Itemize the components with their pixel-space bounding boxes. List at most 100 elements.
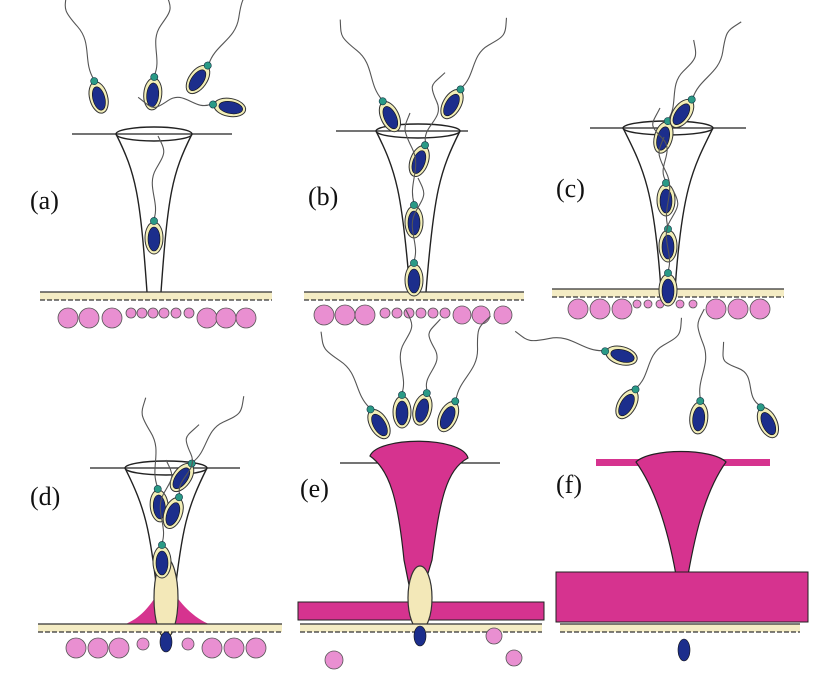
sperm-tail [514,326,604,360]
sperm-midpiece [398,391,405,398]
sperm [436,11,511,123]
sperm-tail [460,15,511,93]
sperm [405,113,423,238]
sperm-tail [152,136,163,219]
sperm-head [396,401,408,425]
sperm-tail [201,0,261,65]
fertilization-layer [556,572,808,622]
sperm-tail [691,309,710,400]
membrane-band [38,624,282,632]
sperm-midpiece [696,397,704,405]
sperm-tail [191,393,248,468]
sperm [393,310,412,428]
cortical-granule [314,305,334,325]
cortical-granule [325,651,343,669]
membrane-band [560,624,800,632]
sperm-tail [414,317,447,391]
cortical-granule [380,308,390,318]
sperm [165,389,248,496]
sperm [336,14,405,135]
sperm-tail [400,310,411,393]
sperm-head [156,551,168,575]
cortical-granule [58,308,78,328]
entering-nucleus [414,626,426,646]
sperm [317,325,395,442]
cortical-granule [633,300,641,308]
cortical-granule [88,638,108,658]
sperm-nucleus [678,639,690,661]
cortical-granule [750,299,770,319]
cortical-granule [202,638,222,658]
sperm [142,0,171,111]
cortical-granule [159,308,169,318]
sperm [145,136,164,254]
sperm-tail [317,329,371,412]
sperm-nucleus-swelling [408,566,432,630]
sperm [665,19,751,132]
sperm [514,319,639,369]
cortical-granule [612,299,632,319]
cortical-granule [137,638,149,650]
cortical-granule [66,638,86,658]
cortical-granule [335,305,355,325]
sperm-midpiece [154,485,162,493]
funnel-walls [116,134,192,292]
cortical-granule [79,308,99,328]
cortical-granule [644,300,652,308]
cortical-granule [416,308,426,318]
panel-label-e: (e) [300,476,329,502]
egg-membrane [560,624,800,632]
cortical-granule [102,308,122,328]
sperm [688,309,717,435]
panel-c-graphic [552,19,784,319]
panel-e-graphic [298,310,544,669]
sperm-tail [717,339,761,411]
cortical-granule [109,638,129,658]
panel-label-a: (a) [30,188,59,214]
panel-a-graphic [40,0,272,328]
fertilization-plug [636,452,726,576]
sperm-tail [336,17,384,103]
cortical-granule [453,306,471,324]
cortical-granule [728,299,748,319]
sperm-tail [448,314,496,400]
cortical-granule [472,306,490,324]
sperm-head [662,279,674,303]
cortical-granule [494,306,512,324]
cortical-granule [224,638,244,658]
cortical-granule [440,308,450,318]
cortical-granule [216,308,236,328]
cortical-granule [137,308,147,318]
sperm-tail [635,315,686,393]
cortical-granule [148,308,158,318]
sperm-head [148,227,160,251]
sperm-head [660,189,672,213]
cortical-granule [171,308,181,318]
cortical-granule [236,308,256,328]
egg-membrane [40,292,272,300]
sperm-tail [153,0,172,76]
cortical-granule [355,305,375,325]
sperm-midpiece [150,73,158,81]
sperm [611,311,686,423]
sperm-midpiece [664,269,671,276]
egg-membrane [38,624,282,632]
sperm-midpiece [410,259,417,266]
sperm-midpiece [150,217,157,224]
sperm [141,397,170,523]
panel-label-f: (f) [556,472,582,498]
micropyle-funnel [116,127,192,292]
cortical-granule [246,638,266,658]
sperm-tail [62,0,96,81]
sperm [433,314,502,435]
cortical-granule [197,308,217,328]
cortical-granule [182,638,194,650]
cortical-granule [428,308,438,318]
membrane-band [40,292,272,300]
cortical-granule [506,650,522,666]
sperm [62,0,112,115]
sperm-midpiece [410,201,417,208]
panel-label-d: (d) [30,484,60,510]
